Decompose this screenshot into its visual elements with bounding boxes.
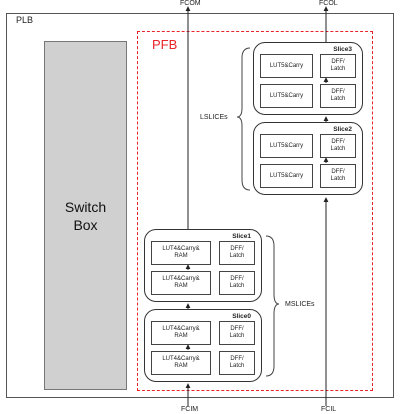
switch-box-label-line1: Switch (64, 198, 107, 215)
pfb-label: PFB (152, 37, 178, 52)
fcom-label: FCOM (180, 0, 201, 7)
fcil-label: FCIL (321, 406, 337, 413)
slice-0: Slice0 LUT4&Carry& RAM DFF/ Latch LUT4&C… (144, 309, 262, 382)
lut-cell: LUT5&Carry (260, 134, 313, 158)
slice-title: Slice2 (333, 126, 352, 133)
switch-box: Switch Box (44, 41, 127, 390)
plb-block (6, 13, 394, 398)
plb-label: PLB (16, 15, 34, 25)
slice-2: Slice2 LUT5&Carry DFF/ Latch LUT5&Carry … (253, 122, 363, 195)
slice-3: Slice3 LUT5&Carry DFF/ Latch LUT5&Carry … (253, 42, 363, 115)
fcim-label: FCIM (181, 406, 199, 413)
slice-title: Slice3 (333, 46, 352, 53)
lut-cell: LUT5&Carry (260, 54, 313, 78)
dff-cell: DFF/ Latch (219, 351, 255, 375)
slice-1: Slice1 LUT4&Carry& RAM DFF/ Latch LUT4&C… (144, 229, 262, 302)
dff-cell: DFF/ Latch (219, 321, 255, 345)
dff-cell: DFF/ Latch (320, 84, 356, 108)
lslices-brace (236, 47, 251, 191)
mslices-brace (265, 235, 280, 377)
dff-cell: DFF/ Latch (320, 134, 356, 158)
pfb-block (137, 31, 373, 391)
lut-cell: LUT4&Carry& RAM (151, 271, 211, 295)
slice-title: Slice1 (232, 233, 251, 240)
fcol-label: FCOL (319, 0, 338, 7)
lslices-label: LSLICEs (200, 114, 228, 121)
lut-cell: LUT4&Carry& RAM (151, 241, 211, 265)
lut-cell: LUT5&Carry (260, 164, 313, 188)
dff-cell: DFF/ Latch (219, 241, 255, 265)
mslices-label: MSLICEs (285, 301, 315, 308)
slice-title: Slice0 (232, 313, 251, 320)
switch-box-label-line2: Box (73, 216, 98, 233)
lut-cell: LUT4&Carry& RAM (151, 351, 211, 375)
dff-cell: DFF/ Latch (219, 271, 255, 295)
lut-cell: LUT5&Carry (260, 84, 313, 108)
dff-cell: DFF/ Latch (320, 164, 356, 188)
lut-cell: LUT4&Carry& RAM (151, 321, 211, 345)
dff-cell: DFF/ Latch (320, 54, 356, 78)
